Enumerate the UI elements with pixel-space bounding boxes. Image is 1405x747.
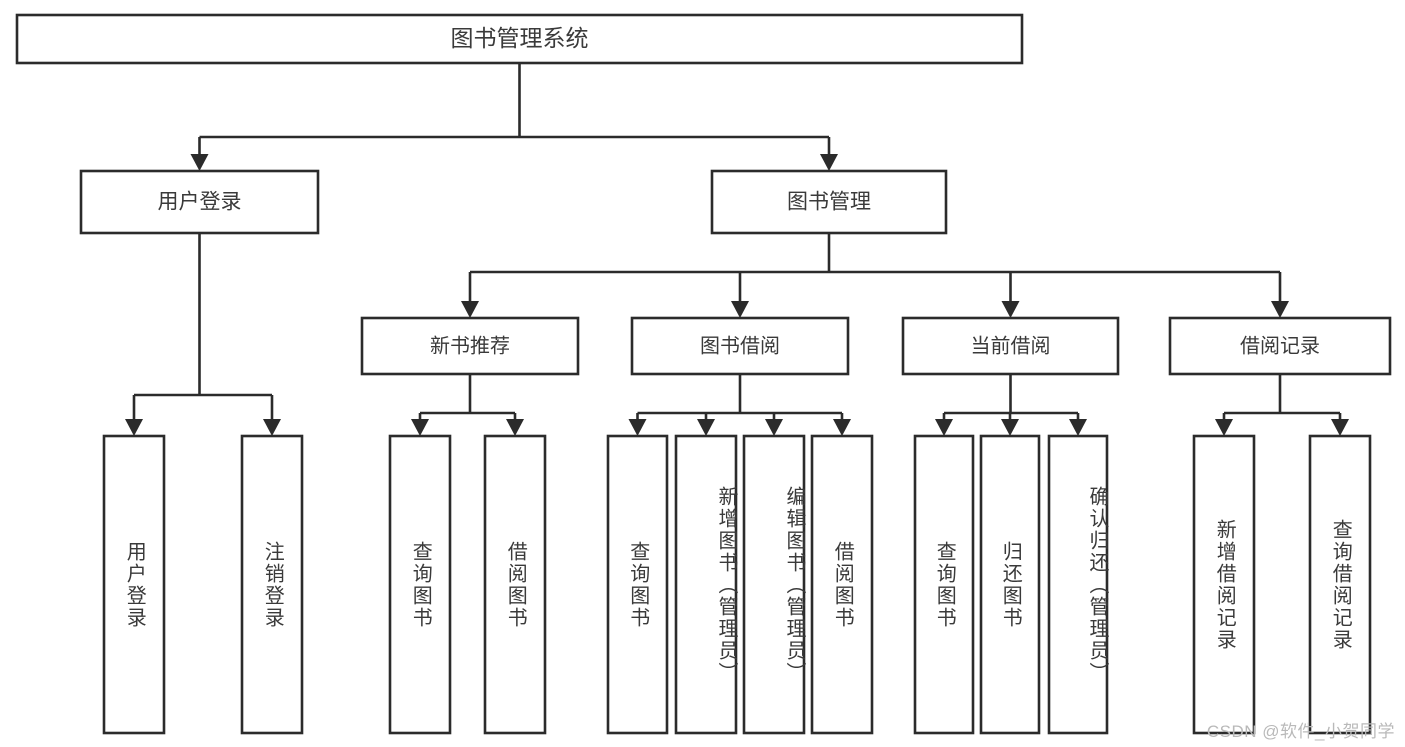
book-borrow-arrow-1	[697, 419, 715, 436]
node-leaf-logout-login-box	[240, 434, 304, 735]
node-leaf-add-record-box	[1192, 434, 1256, 735]
node-leaf-user-login[interactable]	[102, 434, 166, 735]
current-borrow-arrow-2	[1069, 419, 1087, 436]
root-arrow-1	[820, 154, 838, 171]
book-manage-arrow-0	[461, 301, 479, 318]
node-leaf-query-record-box	[1308, 434, 1372, 735]
node-book-manage-label: 图书管理	[787, 191, 871, 214]
node-book-manage[interactable]: 图书管理	[710, 169, 948, 235]
node-leaf-borrow-book-2[interactable]	[810, 434, 874, 735]
node-leaf-query-book-1-box	[388, 434, 452, 735]
current-borrow-arrow-0	[935, 419, 953, 436]
node-leaf-return-book-box	[979, 434, 1041, 735]
user-login-arrow-1	[263, 419, 281, 436]
node-leaf-user-login-box	[102, 434, 166, 735]
borrow-record-arrow-0	[1215, 419, 1233, 436]
node-leaf-confirm-return-box	[1047, 434, 1109, 735]
node-new-book-recommend[interactable]: 新书推荐	[360, 316, 580, 376]
user-login-arrow-0	[125, 419, 143, 436]
node-leaf-edit-book[interactable]	[742, 434, 806, 735]
new-book-recommend-arrow-0	[411, 419, 429, 436]
node-leaf-add-book-box	[674, 434, 738, 735]
node-leaf-return-book[interactable]	[979, 434, 1041, 735]
node-borrow-record-label: 借阅记录	[1240, 334, 1320, 357]
node-new-book-recommend-box	[360, 316, 580, 376]
node-user-login[interactable]: 用户登录	[79, 169, 320, 235]
new-book-recommend-arrow-1	[506, 419, 524, 436]
node-leaf-borrow-book-1-box	[483, 434, 547, 735]
book-manage-arrow-3	[1271, 301, 1289, 318]
book-borrow-arrow-0	[628, 419, 647, 436]
node-current-borrow[interactable]: 当前借阅	[901, 316, 1120, 376]
node-book-borrow-box	[630, 316, 850, 376]
borrow-record-arrow-1	[1331, 419, 1349, 436]
book-borrow-arrow-2	[765, 419, 783, 436]
node-leaf-query-record[interactable]	[1308, 434, 1372, 735]
node-root-box	[15, 13, 1024, 65]
node-borrow-record[interactable]: 借阅记录	[1168, 316, 1392, 376]
node-leaf-logout-login[interactable]	[240, 434, 304, 735]
node-leaf-query-book-2[interactable]	[606, 434, 669, 735]
node-book-manage-box	[710, 169, 948, 235]
node-borrow-record-box	[1168, 316, 1392, 376]
connector-layer	[125, 63, 1349, 436]
node-current-borrow-label: 当前借阅	[971, 334, 1051, 357]
book-manage-arrow-1	[731, 301, 749, 318]
node-root-label: 图书管理系统	[451, 25, 589, 51]
current-borrow-arrow-1	[1001, 419, 1019, 436]
watermark: CSDN @软件_小贺同学	[1206, 722, 1395, 741]
node-leaf-add-record[interactable]	[1192, 434, 1256, 735]
node-leaf-borrow-book-1[interactable]	[483, 434, 547, 735]
node-leaf-query-book-3-box	[913, 434, 975, 735]
node-root: 图书管理系统	[15, 13, 1024, 65]
book-borrow-arrow-3	[833, 419, 851, 436]
node-leaf-confirm-return[interactable]	[1047, 434, 1109, 735]
node-user-login-label: 用户登录	[158, 191, 242, 214]
book-manage-arrow-2	[1001, 301, 1020, 318]
node-leaf-query-book-2-box	[606, 434, 669, 735]
node-current-borrow-box	[901, 316, 1120, 376]
node-user-login-box	[79, 169, 320, 235]
node-leaf-add-book[interactable]	[674, 434, 738, 735]
node-leaf-query-book-3[interactable]	[913, 434, 975, 735]
root-arrow-0	[190, 154, 209, 171]
node-leaf-query-book-1[interactable]	[388, 434, 452, 735]
node-leaf-edit-book-box	[742, 434, 806, 735]
node-book-borrow-label: 图书借阅	[700, 334, 780, 357]
node-book-borrow[interactable]: 图书借阅	[630, 316, 850, 376]
node-new-book-recommend-label: 新书推荐	[430, 334, 510, 357]
node-leaf-borrow-book-2-box	[810, 434, 874, 735]
